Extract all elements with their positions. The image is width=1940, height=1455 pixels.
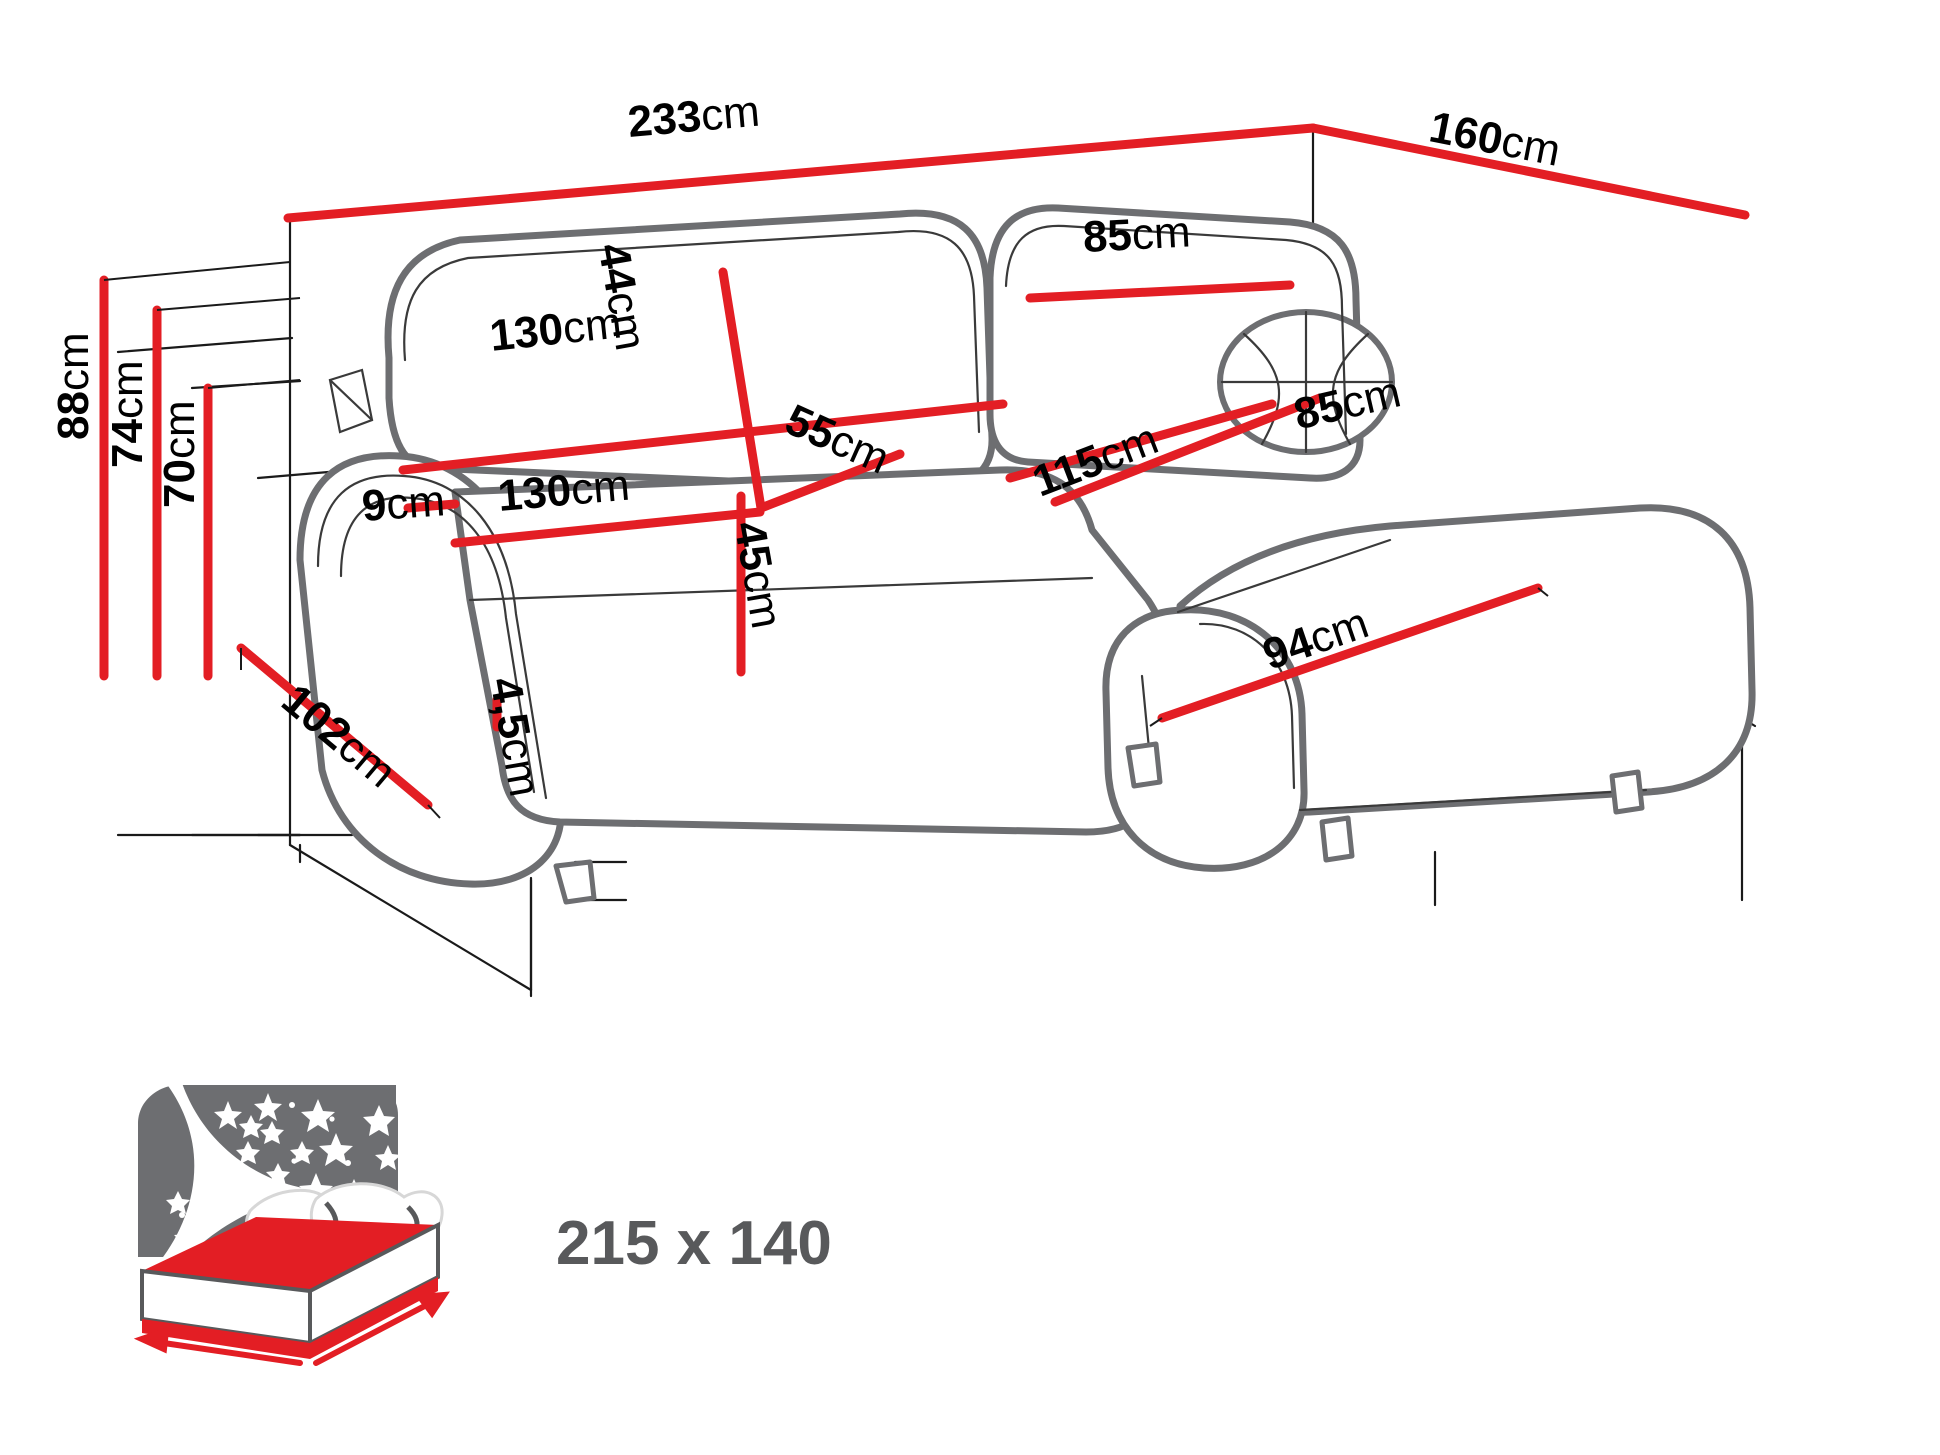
dimline-85-seat <box>1005 399 1277 483</box>
leg-chaise-front <box>1319 815 1355 863</box>
sofa-outline <box>296 204 1756 888</box>
mattress-red-band-side <box>310 1277 438 1359</box>
dim-leader-lines <box>103 261 1549 819</box>
dimline-115 <box>1050 393 1325 507</box>
leg-front-left <box>553 859 597 905</box>
dimline-102 <box>236 643 433 810</box>
sofa-legs <box>553 741 1645 905</box>
main-seat-block <box>451 466 1168 836</box>
dimline-55 <box>756 449 905 513</box>
dimline-130-back <box>398 399 1008 475</box>
sofa-seams <box>316 224 1648 812</box>
bed-with-night-sky-icon <box>133 1083 450 1366</box>
leg-chaise-right <box>1609 769 1645 815</box>
leg-mid <box>1125 741 1163 789</box>
bed-dimension-arrows <box>133 1291 450 1366</box>
dimline-94 <box>1157 583 1543 723</box>
dimension-lines <box>99 123 1750 810</box>
mattress-red-band <box>142 1319 310 1359</box>
dimline-44 <box>718 267 766 513</box>
dimline-233 <box>283 123 1318 223</box>
mattress <box>140 1217 440 1359</box>
mattress-top <box>142 1217 438 1291</box>
dimline-85-back <box>1025 280 1295 303</box>
dimline-160 <box>1308 123 1750 220</box>
dimline-130-seat <box>450 507 765 548</box>
left-backrest <box>384 209 996 494</box>
chaise-front-roll <box>1102 606 1308 872</box>
sleeping-area-label: 215 x 140 <box>556 1209 832 1278</box>
dimline-9 <box>403 499 460 513</box>
